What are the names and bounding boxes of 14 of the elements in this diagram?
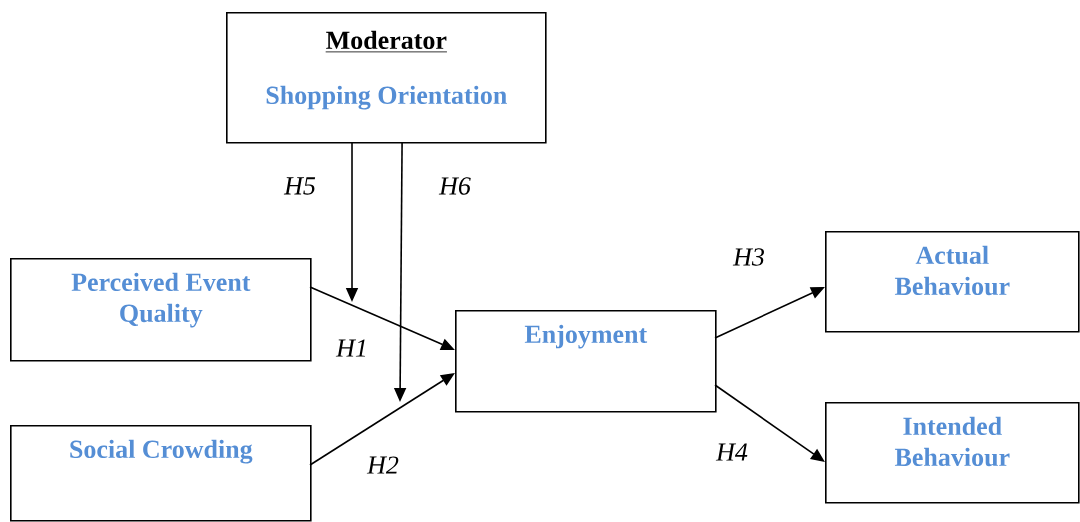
arrow [714,384,825,462]
box: Enjoyment [455,310,717,413]
edge-label: H2 [366,456,399,474]
box: Actual Behaviour [825,231,1080,333]
box: Intended Behaviour [825,402,1080,504]
box: Social Crowding [10,425,312,522]
edge-label: H1 [335,339,366,357]
arrow [309,373,455,466]
edge-label: H4 [715,443,748,461]
edge-label: H3 [732,248,764,266]
box: Perceived Event Quality [10,258,312,362]
edge-label: H5 [283,177,316,195]
edge-label: H6 [438,177,471,195]
box: Moderator Shopping Orientation [226,12,547,144]
